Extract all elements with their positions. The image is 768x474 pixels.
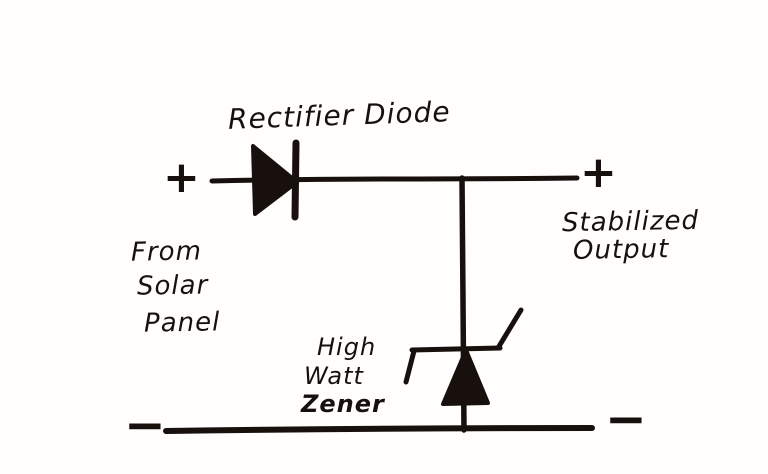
zener-anode-triangle (441, 348, 490, 406)
zener-label-line1: High (317, 333, 377, 361)
zener-label-line2: Watt (304, 362, 364, 390)
diode-cathode-bar (291, 139, 300, 221)
output-plus-sign: + (580, 147, 617, 198)
input-minus-sign: − (124, 396, 166, 454)
source-label-line3: Panel (143, 307, 221, 339)
zener-cathode-bar (409, 345, 503, 353)
output-label-line1: Stabilized (561, 205, 700, 239)
output-label-line2: Output (572, 234, 670, 266)
zener-label-line3: Zener (301, 390, 385, 418)
source-label-line2: Solar (136, 270, 209, 302)
bottom-wire (163, 425, 595, 434)
zener-diode-symbol (403, 307, 524, 406)
negative-rail-wire (163, 425, 595, 434)
source-label-line1: From (130, 236, 203, 268)
rectifier-diode-label: Rectifier Diode (227, 95, 452, 136)
zener-bar-left-tail (403, 348, 417, 385)
diode-anode-triangle (251, 144, 299, 216)
output-minus-sign: − (605, 390, 647, 448)
input-plus-sign: + (163, 152, 200, 203)
zener-bar-right-tail (495, 307, 524, 351)
rectifier-diode-symbol (251, 139, 300, 221)
